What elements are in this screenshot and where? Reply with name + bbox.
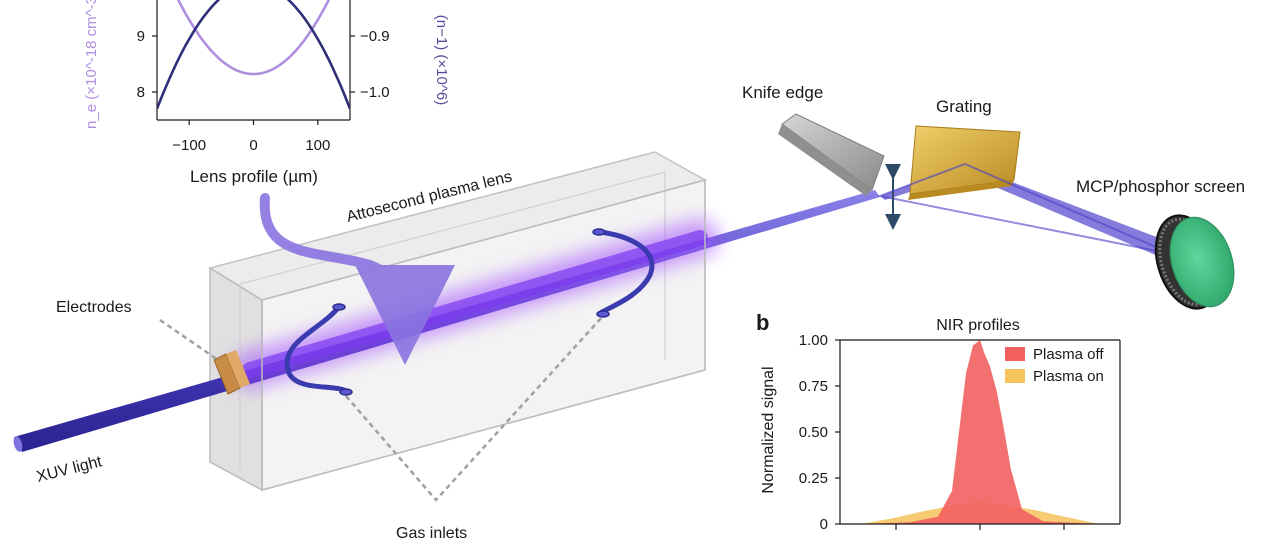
chart-b-ytick-label: 0.25: [799, 470, 828, 487]
chart-a-xlabel: Lens profile (µm): [190, 167, 318, 186]
chart-a-ytick-right-label: −0.9: [360, 28, 390, 45]
chart-a-xtick-label: −100: [172, 137, 206, 154]
mcp-phosphor-screen: [1154, 214, 1235, 310]
chart-b-ytick-label: 0: [820, 516, 828, 533]
chart-b-legend-label: Plasma on: [1033, 368, 1104, 385]
chart-b-ylabel: Normalized signal: [760, 366, 777, 493]
lens-profile-chart: Lens profile (µm) n_e (×10^-18 cm^-3) (n…: [83, 0, 450, 186]
chart-a-ylabel-left: n_e (×10^-18 cm^-3): [83, 0, 100, 129]
electrode: [213, 350, 250, 395]
chart-a-ytick-left-label: 9: [137, 28, 145, 45]
grating-label: Grating: [936, 97, 992, 116]
knife-edge-label: Knife edge: [742, 83, 823, 102]
electrodes-leader: [159, 318, 219, 362]
chart-a-xtick-label: 100: [305, 137, 330, 154]
chart-a-series-ne: [176, 0, 331, 76]
gas-inlet-tubes: [284, 228, 655, 396]
panel-b-letter: b: [756, 310, 769, 335]
electrodes-label: Electrodes: [56, 299, 132, 316]
xuv-light-label: XUV light: [35, 453, 104, 486]
chart-b-legend-swatch: [1005, 347, 1025, 361]
chart-b-ytick-label: 0.50: [799, 424, 828, 441]
chart-b-legend-swatch: [1005, 369, 1025, 383]
chart-b-legend-label: Plasma off: [1033, 346, 1104, 363]
knife-edge: [778, 113, 901, 230]
chart-a-ylabel-right: (n−1) (×10^6): [433, 15, 450, 105]
chart-b-title: NIR profiles: [936, 317, 1020, 334]
chart-a-ytick-left-label: 8: [137, 84, 145, 101]
chart-b-series-plasma-off: [861, 340, 1099, 524]
diffracted-beam: [880, 164, 1180, 262]
gas-inlets-leader: [345, 315, 604, 502]
chart-b-ytick-label: 1.00: [799, 332, 828, 349]
chart-a-ytick-right-label: −1.0: [360, 84, 390, 101]
lens-profile-arrow: [259, 193, 455, 365]
chart-a-series-n-minus-1: [157, 0, 350, 110]
gas-inlets-label: Gas inlets: [396, 525, 467, 542]
chart-b-ytick-label: 0.75: [799, 378, 828, 395]
nir-profiles-chart: b NIR profiles Normalized signal 0 0.25 0.…: [756, 310, 1121, 533]
mcp-screen-label: MCP/phosphor screen: [1076, 177, 1245, 196]
chart-a-xtick-label: 0: [249, 137, 257, 154]
